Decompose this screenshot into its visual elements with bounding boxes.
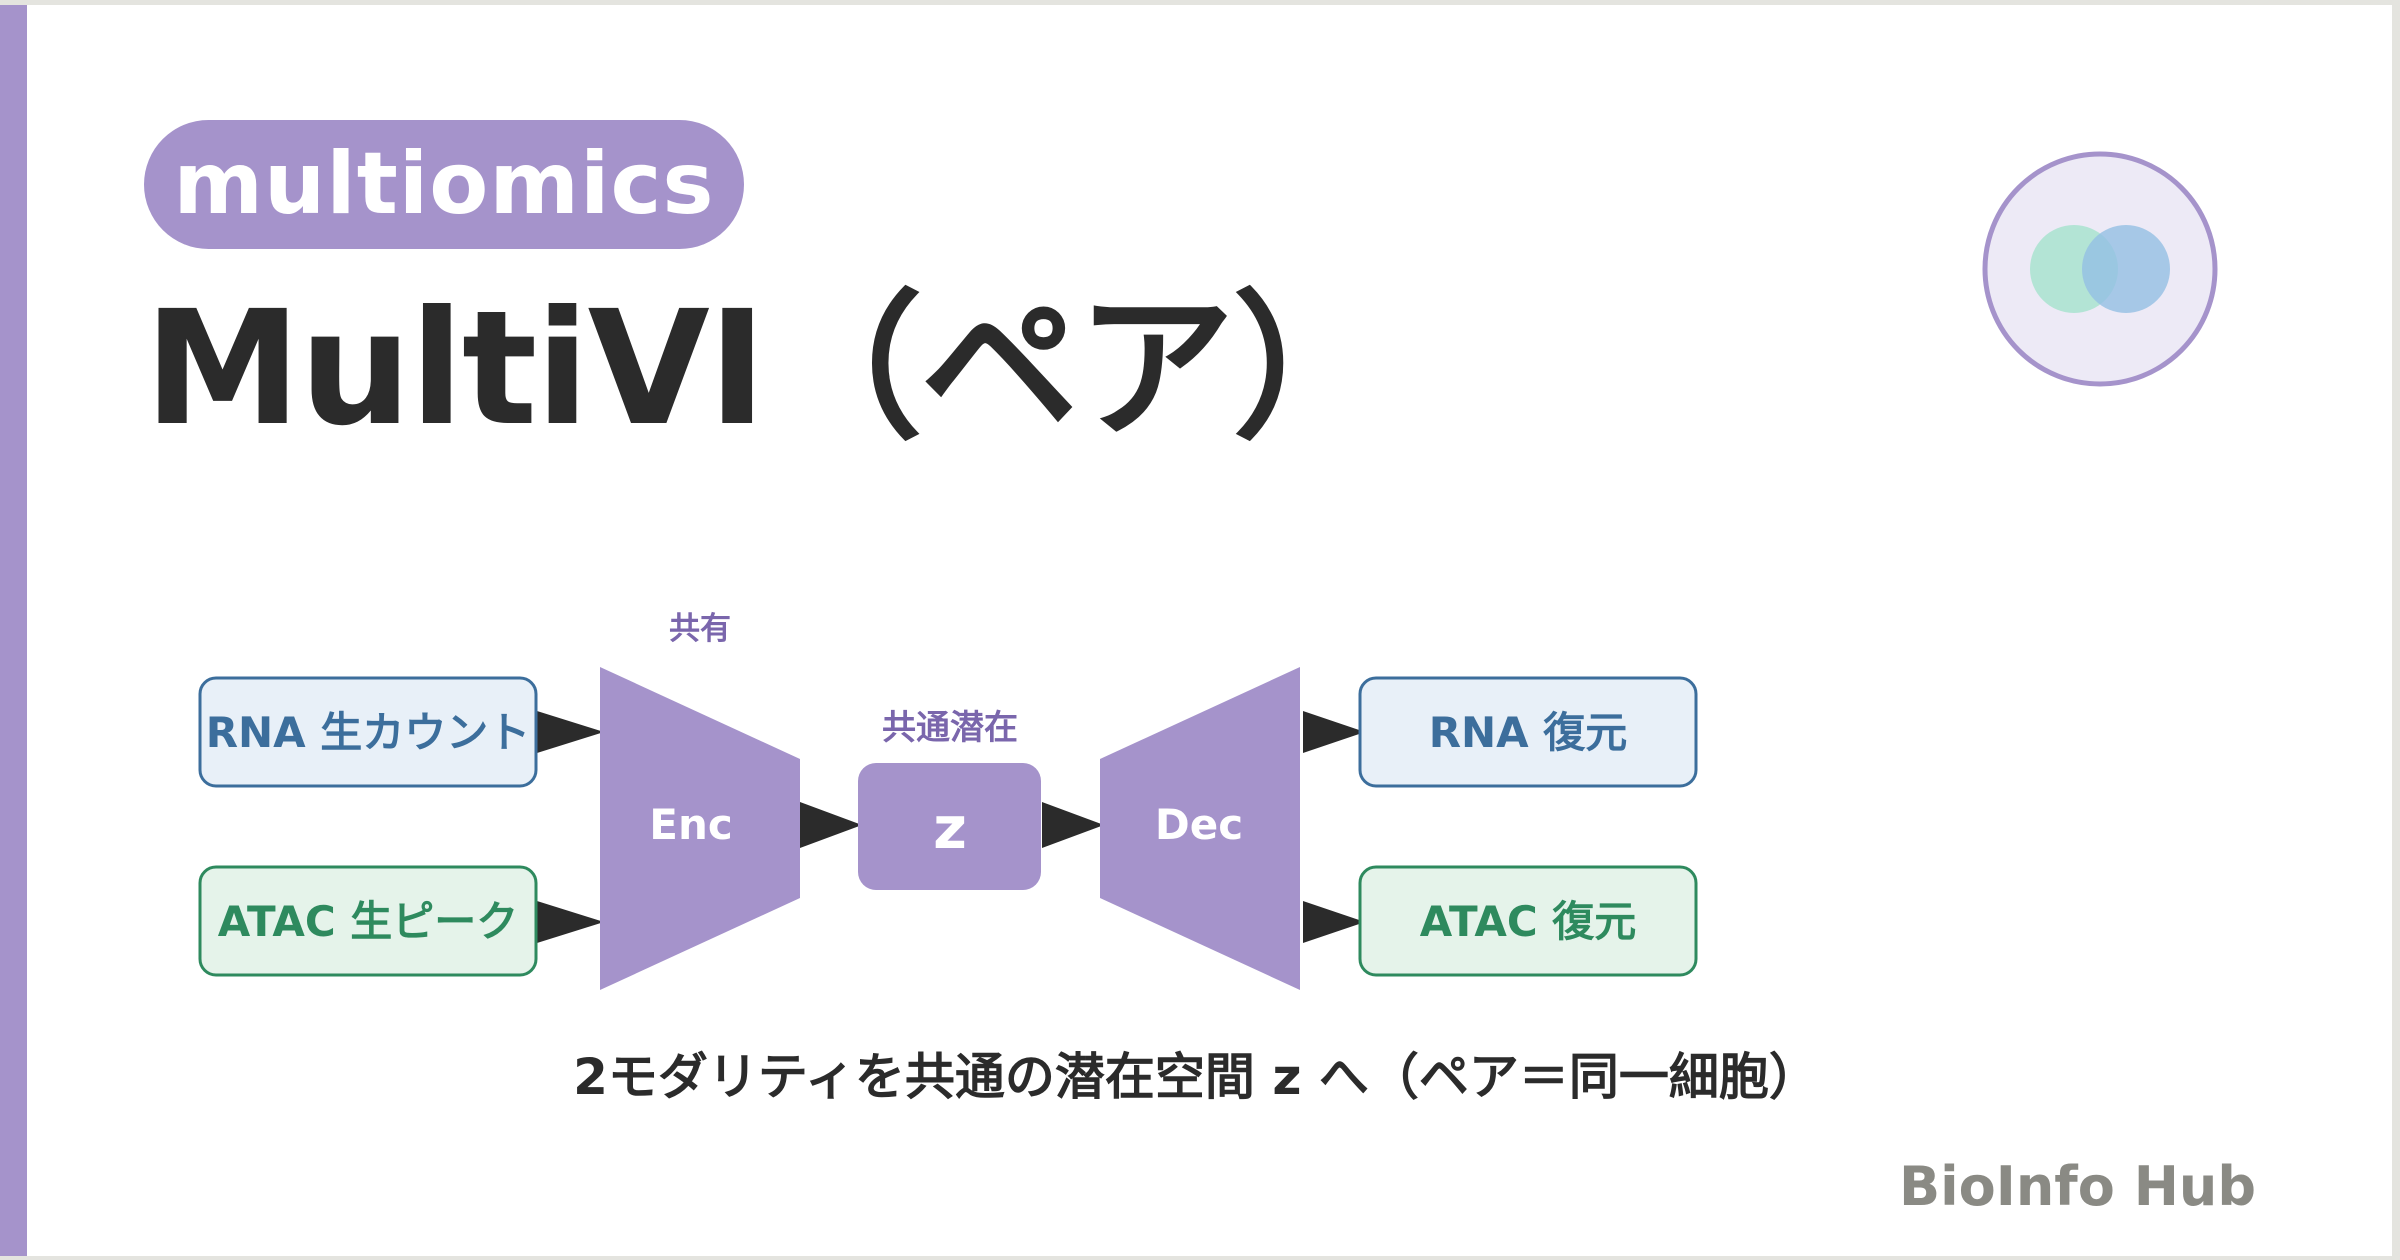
encoder-note: 共有 bbox=[669, 611, 731, 647]
latent-note: 共通潜在 bbox=[882, 708, 1018, 748]
output-atac-box: ATAC 復元 bbox=[1358, 865, 1698, 977]
arrows bbox=[533, 711, 1365, 943]
arrow-decoder-to-rna bbox=[1303, 711, 1365, 753]
decoder-block: Dec bbox=[1100, 667, 1300, 990]
input-atac-label: ATAC 生ピーク bbox=[218, 897, 519, 946]
arrow-encoder-to-latent bbox=[800, 802, 862, 848]
arrow-decoder-to-atac bbox=[1303, 901, 1365, 943]
diagram-caption: 2モダリティを共通の潜在空間 z へ（ペア＝同一細胞） bbox=[573, 1048, 1819, 1106]
arrow-rna-to-encoder bbox=[537, 711, 604, 753]
output-rna-box: RNA 復元 bbox=[1358, 676, 1698, 788]
brand-label: BioInfo Hub bbox=[1899, 1155, 2256, 1218]
output-atac-label: ATAC 復元 bbox=[1420, 897, 1637, 946]
left-accent-bar bbox=[0, 5, 27, 1256]
arrow-latent-to-decoder bbox=[1042, 802, 1104, 848]
venn-logo-icon bbox=[1980, 149, 2220, 389]
latent-block: z bbox=[858, 763, 1041, 890]
encoder-label: Enc bbox=[649, 800, 733, 849]
page-title: MultiVI（ペア） bbox=[144, 277, 1391, 461]
category-tag: multiomics bbox=[144, 120, 744, 249]
output-rna-label: RNA 復元 bbox=[1429, 708, 1628, 757]
decoder-label: Dec bbox=[1155, 800, 1243, 849]
encoder-block: Enc bbox=[600, 667, 800, 990]
latent-label: z bbox=[933, 794, 967, 862]
input-atac-box: ATAC 生ピーク bbox=[198, 865, 538, 977]
vae-diagram: RNA 生カウント ATAC 生ピーク Enc 共有 z 共通潜在 Dec RN… bbox=[198, 611, 1698, 990]
slide-card: multiomics MultiVI（ペア） RNA bbox=[0, 5, 2392, 1256]
input-rna-box: RNA 生カウント bbox=[198, 676, 538, 788]
input-rna-label: RNA 生カウント bbox=[206, 708, 531, 757]
arrow-atac-to-encoder bbox=[537, 901, 604, 943]
